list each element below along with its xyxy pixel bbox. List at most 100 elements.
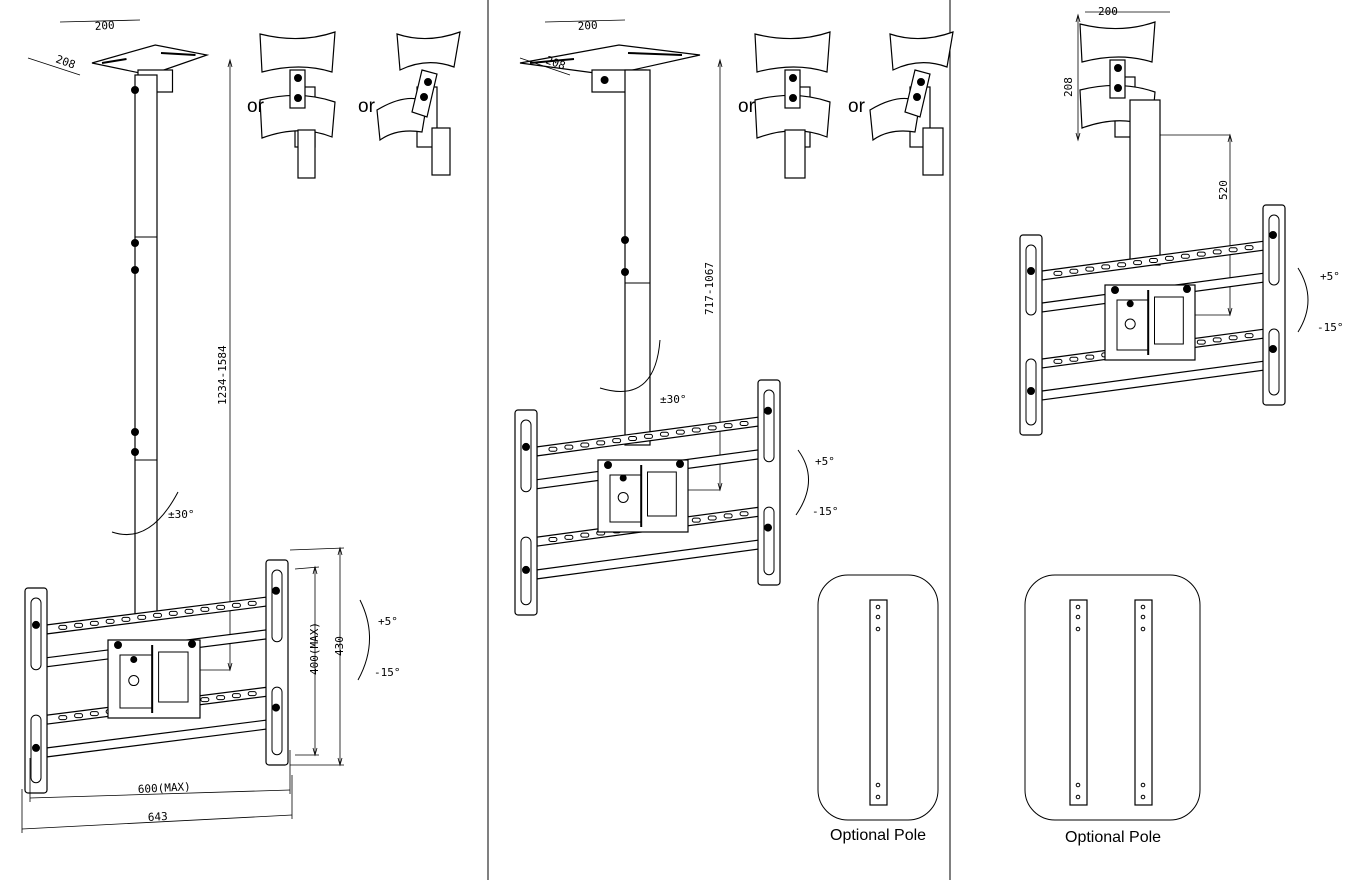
line [294,566,320,570]
rail-slot [628,436,638,442]
optional-pole [869,599,888,806]
rail-slot [548,536,558,542]
screw [188,640,196,648]
pole-hole [1140,782,1146,788]
arc-arrow-icon [357,599,370,681]
height-label: 520 [1217,180,1230,200]
rail-slot [89,620,99,626]
or-label: or [247,96,265,117]
tilt-down-label: -15° [374,666,401,679]
bracket-height-label: 430 [333,636,346,656]
rail-slot [739,511,749,517]
tilt-window [647,471,677,517]
rail-slot [231,693,241,699]
pole-hole [1075,626,1081,632]
upright-slot [30,714,42,784]
rail-slot [1196,251,1206,257]
screw [294,74,302,82]
rail-slot [74,713,84,719]
arrow-icon [1075,13,1081,23]
rail-slot [1228,335,1238,341]
dimension-line [289,546,345,767]
pole-hole [875,626,881,632]
rotation-arrow [599,339,661,392]
screw [789,94,797,102]
tv-bracket [1019,204,1286,436]
drawing-layer [21,11,1309,833]
pole-tube [134,74,158,621]
plate-slot [101,52,196,64]
tilt-down-label: -15° [1317,321,1344,334]
pole-screw [131,428,139,436]
bracket-width-label: 643 [147,810,168,824]
optional-pole-caption: Optional Pole [1065,829,1161,846]
screw [1027,387,1035,395]
vesa-height-label: 400(MAX) [308,622,321,675]
tilt-knob-icon [1124,318,1136,330]
adapter-plate [1079,21,1156,63]
screw [1269,345,1277,353]
ceiling-plate [519,44,701,93]
or-label: or [358,96,376,117]
rotation-arrow [357,599,370,681]
rail-slot [121,616,131,622]
screw [420,93,428,101]
bracket-rail [536,539,761,580]
rail-slot [596,440,606,446]
rail-slot [74,622,84,628]
dimension-line [21,775,293,833]
adapter-plate [259,31,336,73]
optional-pole [1134,599,1153,806]
plate-width-label: 200 [94,19,115,33]
rail-slot [1101,264,1111,270]
swivel-label: ±30° [660,393,687,406]
plate-outline [91,44,210,76]
upright-slot [1025,358,1037,426]
rail-slot [1053,358,1063,364]
upright-slot [763,389,775,463]
rail-slot [1180,253,1190,259]
rail-slot [200,697,210,703]
screw [32,620,40,629]
screw [522,442,530,451]
rail-slot [564,534,574,540]
rail-slot [723,423,733,429]
pole [131,74,158,621]
screw [32,743,40,752]
left-upright [24,587,48,794]
upright-slot [520,419,532,493]
rail-slot [247,691,257,697]
pole-screw [621,236,629,244]
pole-tube [624,69,651,446]
optional-pole-box [1024,574,1201,821]
rail-slot [644,433,653,439]
rail-slot [168,610,178,616]
dimension-line [1075,13,1081,142]
rail-slot [691,427,701,433]
pole [1129,99,1161,266]
tilt-window [1154,296,1184,345]
rail-slot [675,429,685,435]
rail-slot [580,532,590,538]
center-plate [1104,284,1196,361]
pole-hole [1140,604,1146,610]
pole-hole [1075,782,1081,788]
pole-tube [297,129,316,179]
tilt-screw [130,656,138,663]
rail-slot [612,438,622,444]
upright-slot [1268,328,1280,396]
upright-slot [1025,244,1037,316]
or-label: or [738,96,756,117]
rail-slot [1149,258,1158,263]
dimension-line [544,19,626,23]
optional-pole [1069,599,1088,806]
pole-hole [875,604,881,610]
optional-pole-frame [1024,574,1201,821]
tilt-knob-icon [128,675,140,687]
pole-hole [875,614,881,620]
pole-screw [131,448,139,456]
tilt-down-label: -15° [812,505,839,518]
rail-slot [691,517,701,523]
